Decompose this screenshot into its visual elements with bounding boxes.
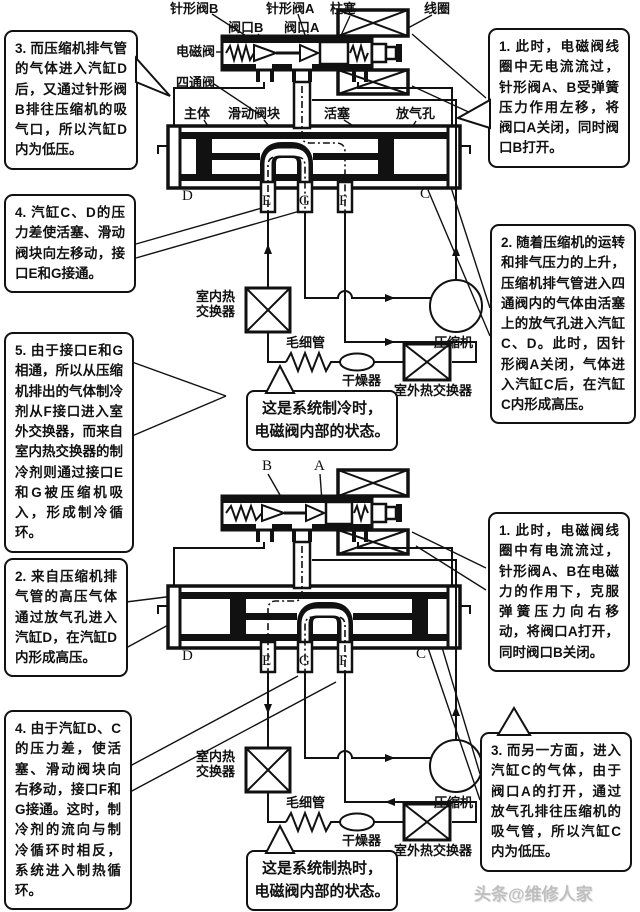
port-letter-d: D (182, 188, 193, 204)
bubble-cooling-state: 这是系统制冷时， 电磁阀内部的状态。 (246, 390, 398, 451)
port-letter-c: C (420, 186, 431, 202)
label-compressor: 压缩机 (434, 335, 474, 350)
callout-heating-step2: 2. 来自压缩机排气管的高压气体通过放气孔进入汽缸D，在汽缸D内形成高压。 (4, 558, 128, 678)
callout-heating-step3: 3. 而另一方面，进入汽缸C的气体，由于阀口A的打开，通过放气孔排往压缩机的吸气… (480, 732, 632, 872)
port-letter-g: G (299, 653, 310, 669)
port-letter-c: C (416, 646, 427, 662)
port-letter-f: F (339, 193, 348, 209)
callout-cooling-step1: 1. 此时，电磁阀线圈中无电流流过，针形阀A、B受弹簧压力作用左移，将阀口A关闭… (488, 28, 630, 168)
cooling-solenoid-pilot-valve (173, 8, 453, 126)
callout-cooling-step2: 2. 随着压缩机的运转和排气压力的上升，压缩机排气管进入四通阀内的气体由活塞上的… (490, 224, 636, 425)
label-outdoor-heat-exchanger: 室外热交换器 (394, 843, 473, 858)
label-indoor-heat-exchanger: 室内热 交换器 (196, 289, 236, 319)
label-needle-valve-b: 针形阀B (170, 1, 219, 16)
label-solenoid-valve: 电磁阀 (176, 44, 216, 59)
label-valve-main-body: 主体 (184, 106, 211, 121)
port-letter-a: A (314, 458, 325, 474)
port-letter-g: G (299, 193, 310, 209)
callout-cooling-step4: 4. 汽缸C、D的压力差使活塞、滑动阀块向左移动，接口E和G接通。 (4, 194, 136, 293)
port-letter-b: B (262, 458, 273, 474)
callout-cooling-step5: 5. 由于接口E和G相通，所以从压缩机排出的气体制冷剂从F接口进入室外交换器，而… (4, 332, 134, 553)
callout-heating-step1: 1. 此时，电磁阀线圈中有电流流过，针形阀A、B在电磁力的作用下，克服弹簧压力向… (488, 512, 630, 672)
label-bleed-hole: 放气孔 (396, 106, 436, 121)
label-piston: 活塞 (324, 106, 351, 121)
label-capillary-tube: 毛细管 (286, 335, 326, 350)
label-needle-valve-a: 针形阀A (266, 1, 315, 16)
label-dryer: 干燥器 (342, 373, 382, 388)
cooling-flow-dashes (267, 86, 346, 288)
cooling-flow-arrows (264, 244, 460, 346)
label-plunger: 柱塞 (330, 1, 357, 16)
port-letter-f: F (339, 653, 348, 669)
label-indoor-heat-exchanger: 室内热 交换器 (196, 749, 236, 779)
label-valve-port-b: 阀口B (228, 20, 264, 35)
label-outdoor-heat-exchanger: 室外热交换器 (394, 383, 473, 398)
watermark: 头条@维修人家 (474, 885, 593, 904)
label-capillary-tube: 毛细管 (286, 795, 326, 810)
port-letter-e: E (262, 653, 272, 669)
callout-heating-step4: 4. 由于汽缸D、C的压力差，使活塞、滑动阀块向右移动，接口F和G接通。这时，制… (4, 710, 132, 911)
label-slide-block: 滑动阀块 (228, 106, 281, 121)
label-four-way-valve: 四通阀 (176, 75, 216, 90)
label-coil: 线圈 (424, 1, 451, 16)
callout-cooling-step3: 3. 而压缩机排气管的气体进入汽缸D后，又通过针形阀B排往压缩机的吸气口，所以汽… (4, 30, 138, 170)
port-letter-d: D (182, 648, 193, 664)
port-letter-e: E (262, 193, 272, 209)
heating-flow-arrows (264, 704, 460, 806)
heating-flow-dashes (267, 546, 346, 748)
label-valve-port-a: 阀口A (284, 20, 320, 35)
label-dryer: 干燥器 (342, 833, 382, 848)
label-compressor: 压缩机 (434, 795, 474, 810)
heating-solenoid-pilot-valve (173, 468, 453, 586)
bubble-heating-state: 这是系统制热时， 电磁阀内部的状态。 (246, 850, 398, 911)
